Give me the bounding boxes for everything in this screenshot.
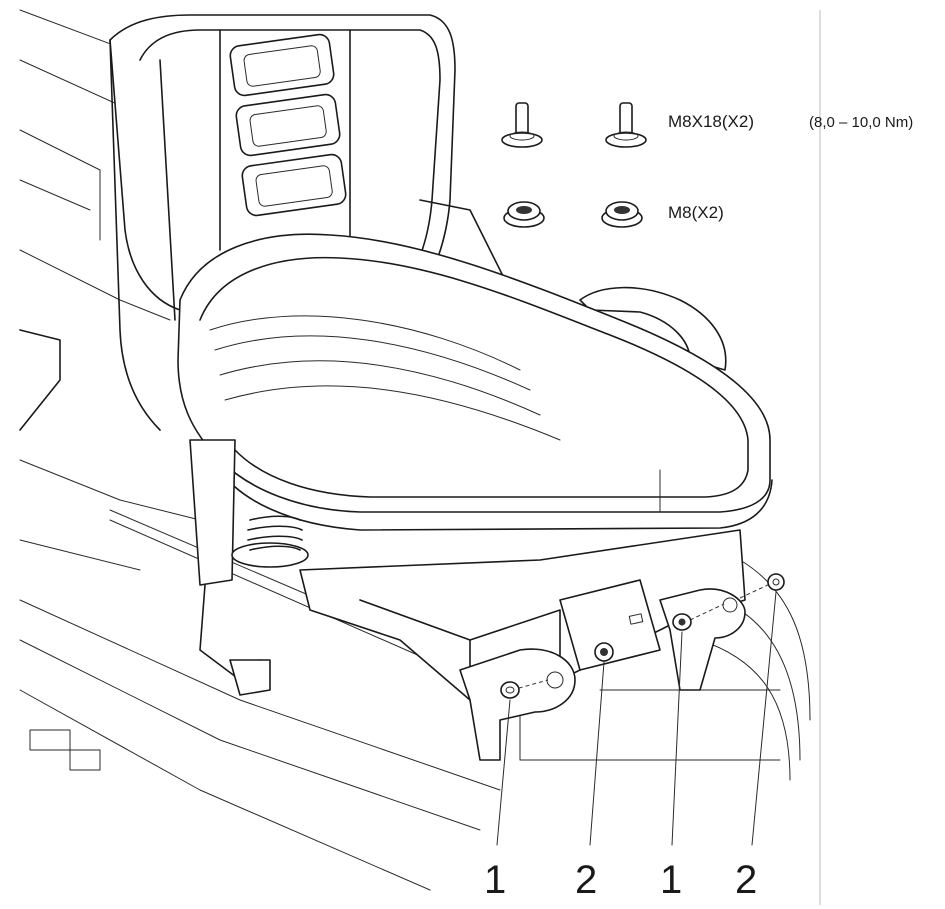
flange-nut-icon bbox=[601, 201, 643, 228]
callout-2-right: 2 bbox=[735, 858, 758, 902]
nut-left bbox=[594, 642, 614, 662]
nut-right bbox=[767, 573, 785, 591]
bolt-right bbox=[672, 613, 692, 631]
flange-bolt-icon bbox=[501, 102, 543, 148]
seat-adjust-lever bbox=[189, 439, 271, 696]
flange-bolt-icon bbox=[605, 102, 647, 148]
seat-cushion bbox=[177, 233, 773, 531]
seat-mounting-frame bbox=[299, 529, 771, 761]
installed-fasteners bbox=[500, 573, 785, 699]
callout-leaders bbox=[496, 591, 777, 846]
torque-spec-label: (8,0 – 10,0 Nm) bbox=[809, 114, 914, 131]
flange-nut-icon bbox=[503, 201, 545, 228]
suspension-spring bbox=[231, 515, 309, 568]
bolt-left bbox=[500, 681, 520, 699]
callout-1-left: 1 bbox=[484, 858, 507, 902]
callout-2-left: 2 bbox=[575, 858, 598, 902]
callout-1-right: 1 bbox=[660, 858, 683, 902]
nut-spec-label: M8(X2) bbox=[668, 203, 724, 222]
bolt-spec-label: M8X18(X2) bbox=[668, 112, 754, 131]
